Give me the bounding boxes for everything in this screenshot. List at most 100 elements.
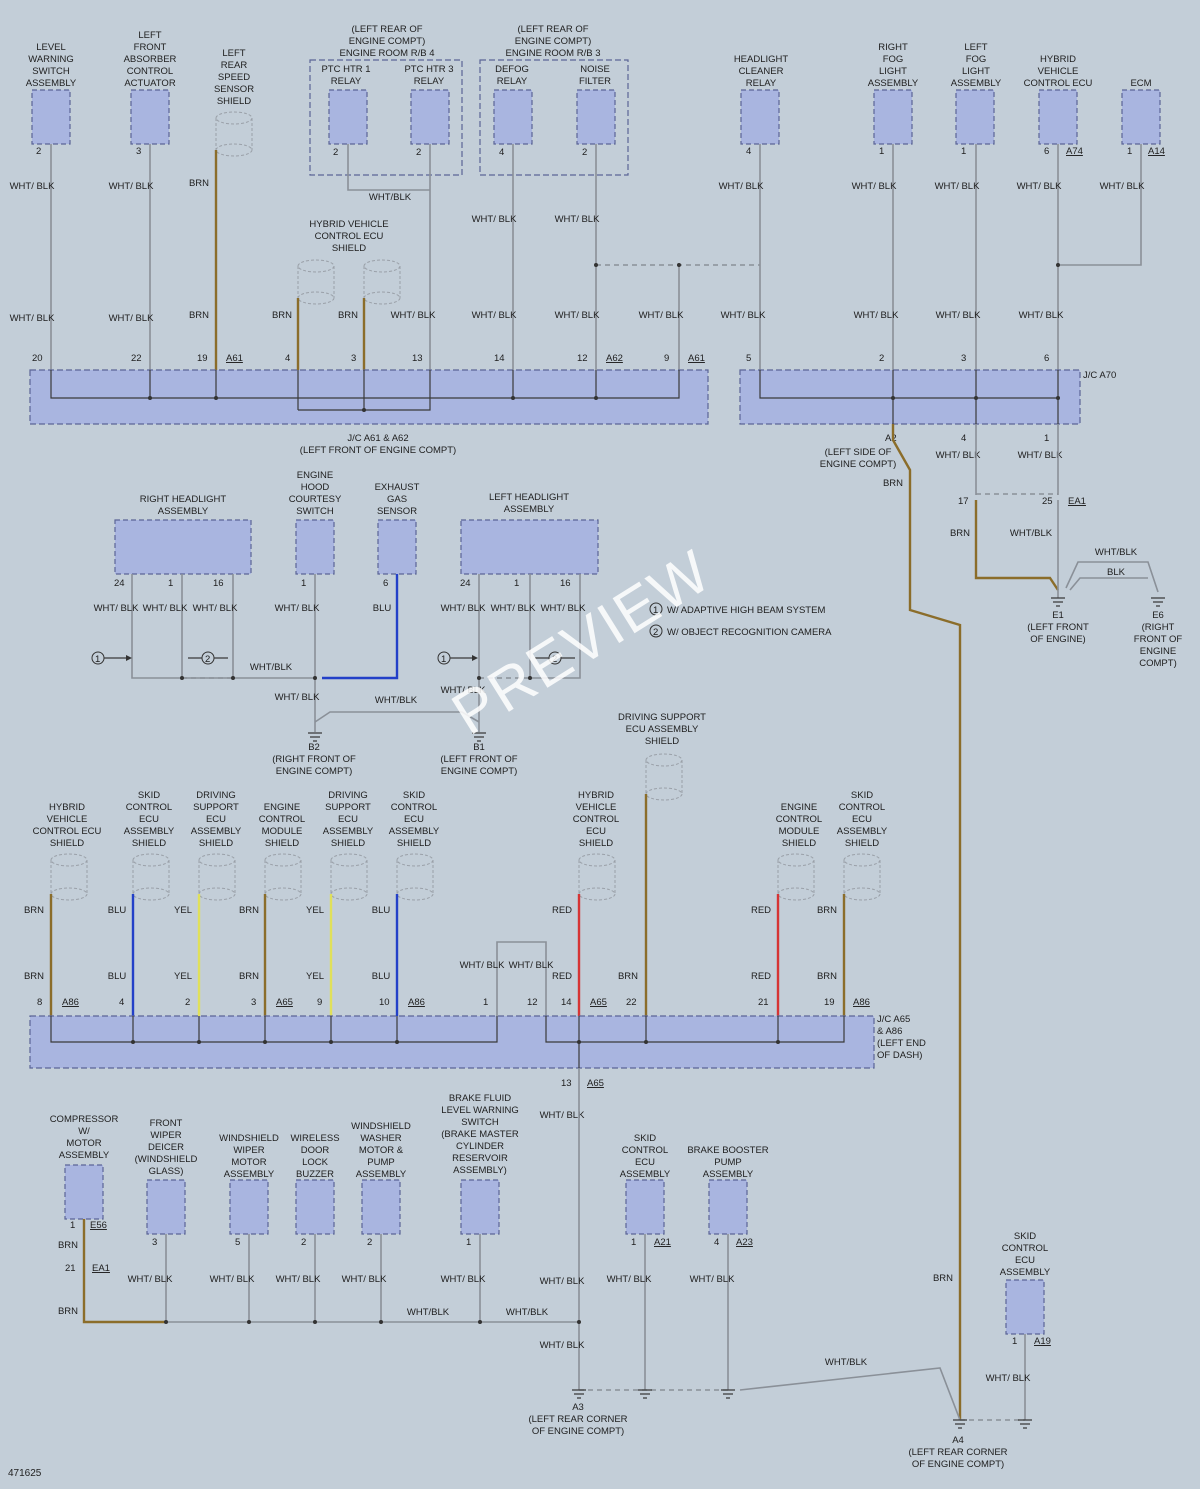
ecm xyxy=(1121,89,1161,145)
svg-text:WHT/BLK: WHT/BLK xyxy=(250,662,293,673)
svg-text:4: 4 xyxy=(961,433,966,444)
svg-text:BRN: BRN xyxy=(58,1306,78,1317)
ptc-htr3-relay xyxy=(410,89,450,145)
svg-text:1: 1 xyxy=(483,997,488,1008)
svg-text:1: 1 xyxy=(70,1220,75,1231)
svg-text:WHT/ BLK: WHT/ BLK xyxy=(936,450,982,461)
svg-text:BLU: BLU xyxy=(108,971,127,982)
svg-text:A61: A61 xyxy=(226,353,243,364)
left-fog-light xyxy=(955,89,995,145)
svg-text:14: 14 xyxy=(494,353,505,364)
svg-text:BRN: BRN xyxy=(817,971,837,982)
brake-booster-pump xyxy=(708,1179,748,1235)
svg-text:WHT/ BLK: WHT/ BLK xyxy=(10,181,56,192)
svg-text:A86: A86 xyxy=(853,997,870,1008)
svg-text:16: 16 xyxy=(213,578,224,589)
svg-text:BRN: BRN xyxy=(950,528,970,539)
noise-filter xyxy=(576,89,616,145)
svg-text:1: 1 xyxy=(441,654,446,665)
svg-text:WHT/ BLK: WHT/ BLK xyxy=(342,1274,388,1285)
svg-text:WHT/ BLK: WHT/ BLK xyxy=(540,1276,586,1287)
windshield-wiper-motor xyxy=(229,1179,269,1235)
svg-text:2: 2 xyxy=(879,353,884,364)
svg-text:1: 1 xyxy=(168,578,173,589)
svg-text:WHT/ BLK: WHT/ BLK xyxy=(10,313,56,324)
ground-a3 xyxy=(572,1389,586,1399)
svg-text:9: 9 xyxy=(664,353,669,364)
svg-text:WHT/ BLK: WHT/ BLK xyxy=(555,214,601,225)
svg-text:2: 2 xyxy=(301,1237,306,1248)
svg-text:BLU: BLU xyxy=(372,971,391,982)
svg-text:W/ OBJECT RECOGNITION CAMERA: W/ OBJECT RECOGNITION CAMERA xyxy=(667,627,832,638)
svg-text:EA1: EA1 xyxy=(1068,496,1086,507)
svg-text:12: 12 xyxy=(527,997,538,1008)
svg-text:BRN: BRN xyxy=(189,178,209,189)
svg-text:A14: A14 xyxy=(1148,146,1165,157)
jc-a61-a62 xyxy=(29,369,709,425)
engine-room-rb3 xyxy=(479,59,629,176)
svg-text:RED: RED xyxy=(552,971,572,982)
svg-text:1: 1 xyxy=(1127,146,1132,157)
svg-text:19: 19 xyxy=(824,997,835,1008)
svg-text:YEL: YEL xyxy=(174,971,192,982)
svg-text:WHT/ BLK: WHT/ BLK xyxy=(690,1274,736,1285)
svg-text:WHT/ BLK: WHT/ BLK xyxy=(936,310,982,321)
wireless-door-lock-buzzer xyxy=(295,1179,335,1235)
svg-text:WHT/ BLK: WHT/ BLK xyxy=(1019,310,1065,321)
legend-marker-2: 2 xyxy=(188,651,228,665)
svg-text:3: 3 xyxy=(251,997,256,1008)
ground-brake-booster xyxy=(721,1389,735,1399)
svg-text:WHT/ BLK: WHT/ BLK xyxy=(854,310,900,321)
svg-text:WHT/ BLK: WHT/ BLK xyxy=(472,310,518,321)
svg-text:YEL: YEL xyxy=(306,905,324,916)
svg-text:1: 1 xyxy=(1012,1336,1017,1347)
svg-text:WHT/BLK: WHT/BLK xyxy=(375,695,418,706)
svg-text:E56: E56 xyxy=(90,1220,107,1231)
svg-text:RED: RED xyxy=(552,905,572,916)
svg-text:WHT/ BLK: WHT/ BLK xyxy=(128,1274,174,1285)
svg-text:WHT/ BLK: WHT/ BLK xyxy=(540,1110,586,1121)
svg-text:5: 5 xyxy=(235,1237,240,1248)
svg-text:1: 1 xyxy=(301,578,306,589)
svg-text:3: 3 xyxy=(351,353,356,364)
svg-text:2: 2 xyxy=(416,147,421,158)
ground-b2 xyxy=(308,732,322,742)
defog-relay xyxy=(493,89,533,145)
svg-text:BRN: BRN xyxy=(883,478,903,489)
svg-text:A65: A65 xyxy=(590,997,607,1008)
svg-text:WHT/ BLK: WHT/ BLK xyxy=(275,692,321,703)
brake-fluid-switch xyxy=(460,1179,500,1235)
svg-text:EA1: EA1 xyxy=(92,1263,110,1274)
headlight-cleaner-relay xyxy=(740,89,780,145)
svg-text:WHT/BLK: WHT/BLK xyxy=(825,1357,868,1368)
svg-text:1: 1 xyxy=(879,146,884,157)
svg-text:6: 6 xyxy=(1044,146,1049,157)
svg-text:1: 1 xyxy=(466,1237,471,1248)
svg-text:1: 1 xyxy=(1044,433,1049,444)
svg-text:12: 12 xyxy=(577,353,588,364)
svg-text:WHT/ BLK: WHT/ BLK xyxy=(109,313,155,324)
svg-text:BLK: BLK xyxy=(1107,567,1126,578)
ground-a4 xyxy=(953,1419,967,1429)
svg-text:22: 22 xyxy=(626,997,637,1008)
svg-text:BRN: BRN xyxy=(239,905,259,916)
